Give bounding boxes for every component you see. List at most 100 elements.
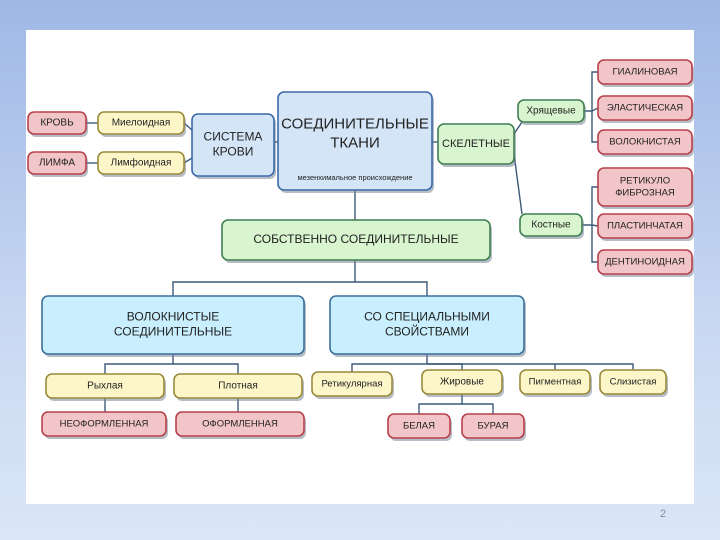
- node-box: [387, 413, 451, 439]
- node-label: Рыхлая: [87, 381, 123, 392]
- node-label: ВОЛОКНИСТАЯ: [609, 137, 681, 148]
- node-label: ОФОРМЛЕННАЯ: [202, 419, 278, 430]
- node-box: [41, 295, 305, 355]
- connector-line: [427, 363, 556, 370]
- connector-line: [462, 403, 494, 414]
- node-box: [221, 219, 491, 261]
- node-label: ДЕНТИНОИДНАЯ: [605, 257, 685, 268]
- formed-node: ОФОРМЛЕННАЯ: [175, 411, 306, 439]
- lamellar-node: ПЛАСТИНЧАТАЯ: [597, 213, 694, 241]
- node-label: СОБСТВЕННО СОЕДИНИТЕЛЬНЫЕ: [253, 232, 458, 246]
- connector-line: [172, 260, 356, 296]
- connectors: [86, 71, 634, 414]
- node-box: [597, 129, 693, 155]
- node-box: [421, 369, 503, 395]
- node-label: КРОВИ: [213, 145, 254, 159]
- node-box: [311, 371, 393, 397]
- node-box: [329, 295, 525, 355]
- node-label: ПЛАСТИНЧАТАЯ: [607, 221, 683, 232]
- node-box: [597, 95, 693, 121]
- node-label: СОЕДИНИТЕЛЬНЫЕ: [114, 325, 232, 339]
- hyaline-node: ГИАЛИНОВАЯ: [597, 59, 694, 87]
- node-box: [173, 373, 303, 399]
- node-label: Костные: [531, 220, 571, 231]
- connector-line: [555, 363, 634, 370]
- connector-line: [591, 224, 599, 227]
- mucous-node: Слизистая: [599, 369, 668, 397]
- connector-line: [351, 354, 428, 372]
- dentinoid-node: ДЕНТИНОИДНАЯ: [597, 249, 694, 277]
- connector-line: [355, 281, 428, 296]
- connector-line: [582, 186, 598, 226]
- node-box: [519, 369, 591, 395]
- brown-fat-node: БУРАЯ: [461, 413, 526, 441]
- node-label: БУРАЯ: [478, 421, 509, 432]
- node-label: Хрящевые: [526, 106, 576, 117]
- node-label: ГИАЛИНОВАЯ: [612, 67, 677, 78]
- node-label: Слизистая: [610, 377, 657, 388]
- node-box: [461, 413, 525, 439]
- node-box: [27, 151, 87, 175]
- node-box: [41, 411, 167, 437]
- blood-node: КРОВЬ: [27, 111, 88, 137]
- unformed-node: НЕОФОРМЛЕННАЯ: [41, 411, 168, 439]
- node-box: [597, 249, 693, 275]
- lymphoid-node: Лимфоидная: [97, 151, 186, 177]
- node-box: [191, 113, 275, 177]
- node-label: БЕЛАЯ: [403, 421, 435, 432]
- connector-line: [591, 225, 598, 263]
- node-label: СВОЙСТВАМИ: [385, 324, 469, 339]
- node-box: [597, 59, 693, 85]
- white-fat-node: БЕЛАЯ: [387, 413, 452, 441]
- connective-tissue-proper-node: СОБСТВЕННО СОЕДИНИТЕЛЬНЫЕ: [221, 219, 492, 263]
- node-box: [597, 213, 693, 239]
- node-box: [277, 91, 433, 191]
- connector-line: [427, 363, 463, 370]
- bone-node: Костные: [519, 213, 584, 239]
- node-box: [519, 213, 583, 237]
- node-box: [97, 111, 185, 135]
- node-box: [175, 411, 305, 437]
- fibrous-cartilage-node: ВОЛОКНИСТАЯ: [597, 129, 694, 157]
- node-label: КРОВЬ: [40, 118, 74, 129]
- pigment-node: Пигментная: [519, 369, 592, 397]
- node-label: ВОЛОКНИСТЫЕ: [127, 310, 220, 324]
- connector-line: [591, 107, 599, 112]
- node-box: [517, 99, 585, 123]
- connector-line: [173, 363, 239, 374]
- node-label: СО СПЕЦИАЛЬНЫМИ: [364, 310, 490, 324]
- node-label: НЕОФОРМЛЕННАЯ: [60, 419, 149, 430]
- node-label: Плотная: [218, 381, 258, 392]
- node-label: Ретикулярная: [322, 379, 383, 390]
- node-label: Миелоидная: [112, 118, 171, 129]
- node-label: Лимфоидная: [111, 157, 172, 169]
- connector-line: [513, 153, 523, 215]
- loose-node: Рыхлая: [45, 373, 166, 401]
- node-box: [597, 167, 693, 207]
- node-label: СОЕДИНИТЕЛЬНЫЕ: [281, 116, 429, 133]
- node-box: [97, 151, 185, 175]
- node-label: ТКАНИ: [330, 134, 380, 151]
- elastic-node: ЭЛАСТИЧЕСКАЯ: [597, 95, 694, 123]
- reticular-node: Ретикулярная: [311, 371, 394, 399]
- lymph-node: ЛИМФА: [27, 151, 88, 177]
- node-label: ЭЛАСТИЧЕСКАЯ: [607, 103, 683, 114]
- skeletal-node: СКЕЛЕТНЫЕ: [437, 123, 516, 167]
- dense-node: Плотная: [173, 373, 304, 401]
- adipose-node: Жировые: [421, 369, 504, 397]
- node-label: СИСТЕМА: [204, 130, 263, 144]
- node-box: [27, 111, 87, 135]
- mesenchymal-origin-label: мезенхимальное происхождение: [297, 173, 412, 182]
- cartilage-node: Хрящевые: [517, 99, 586, 125]
- node-label: ФИБРОЗНАЯ: [615, 187, 675, 198]
- node-label: ЛИМФА: [39, 158, 75, 169]
- node-label: Жировые: [440, 377, 484, 388]
